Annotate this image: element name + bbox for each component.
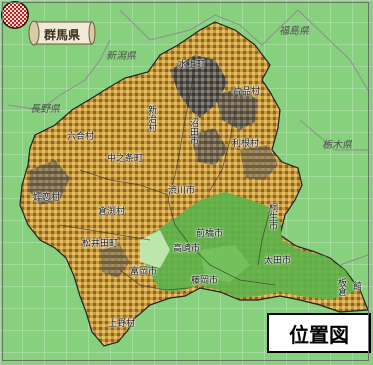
muni-label-niiharu: 新治村 bbox=[146, 105, 156, 132]
partial-label-tate: 館 bbox=[353, 282, 363, 292]
muni-label-kiryu: 桐生市 bbox=[267, 203, 277, 230]
muni-label-katashina: 片品村 bbox=[233, 87, 261, 97]
location-label-box: 位置図 bbox=[267, 313, 371, 353]
map-title-scroll: 群馬県 bbox=[26, 19, 96, 47]
muni-label-rokugo: 六合村 bbox=[67, 132, 95, 142]
neighbor-label-niigata: 新潟県 bbox=[106, 51, 136, 62]
muni-label-tomioka: 富岡市 bbox=[130, 267, 158, 277]
neighbor-label-tochigi: 栃木県 bbox=[322, 140, 352, 151]
neighbor-label-nagano: 長野県 bbox=[30, 104, 60, 115]
scroll-icon bbox=[28, 20, 96, 46]
muni-label-tone: 利根村 bbox=[232, 139, 260, 149]
map-title: 群馬県 bbox=[44, 28, 81, 42]
muni-label-numata: 沼田市 bbox=[188, 118, 198, 145]
muni-label-maebashi: 前橋市 bbox=[196, 229, 224, 239]
muni-label-matsuida: 松井田町 bbox=[82, 239, 119, 249]
muni-label-shibukawa: 渋川市 bbox=[168, 186, 196, 196]
neighbor-label-fukushima: 福島県 bbox=[279, 26, 309, 37]
muni-label-kurabuchi: 倉渕村 bbox=[98, 207, 126, 217]
muni-label-takasaki: 高崎市 bbox=[173, 244, 201, 254]
muni-label-minakami: 水上町 bbox=[178, 60, 206, 70]
muni-label-fujioka: 藤岡市 bbox=[191, 276, 219, 286]
neighbor-label-itakura: 板倉 bbox=[336, 278, 346, 296]
muni-label-tsumagoi: 嬬恋村 bbox=[33, 193, 61, 203]
muni-label-ota: 太田市 bbox=[264, 256, 292, 266]
muni-label-nakanojo: 中之条町 bbox=[107, 154, 144, 164]
marker-icon bbox=[1, 1, 29, 29]
muni-label-ueno: 上野村 bbox=[108, 319, 136, 329]
